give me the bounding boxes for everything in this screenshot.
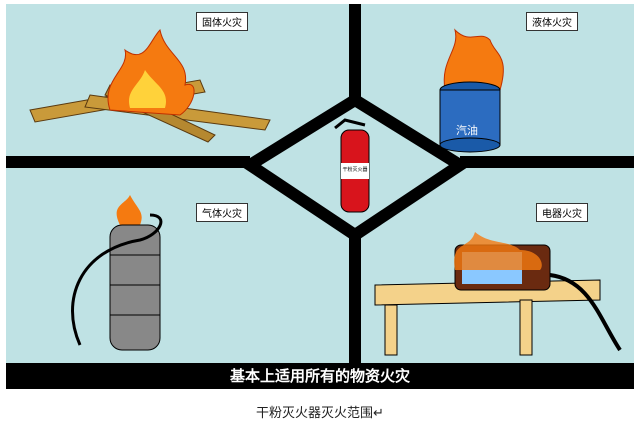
background-panel — [6, 4, 634, 389]
fire-classes-illustration — [6, 4, 634, 389]
extinguisher-label: 干粉灭火器 — [342, 167, 368, 173]
banner: 基本上适用所有的物资火灾 — [6, 363, 634, 389]
electrical-fire — [374, 232, 622, 356]
divider-cross — [6, 4, 634, 365]
category-electrical-fire: 电器火灾 — [536, 203, 588, 222]
barrel-label: 汽油 — [456, 124, 478, 137]
wood-fire — [29, 28, 271, 143]
category-gas-fire: 气体火灾 — [196, 203, 248, 222]
extinguisher-icon — [334, 118, 370, 213]
gasoline-barrel — [439, 28, 504, 153]
gas-cylinder — [71, 195, 163, 351]
category-liquid-fire: 液体火灾 — [526, 12, 578, 31]
caption: 干粉灭火器灭火范围↵ — [256, 406, 384, 421]
category-solid-fire: 固体火灾 — [196, 12, 248, 31]
